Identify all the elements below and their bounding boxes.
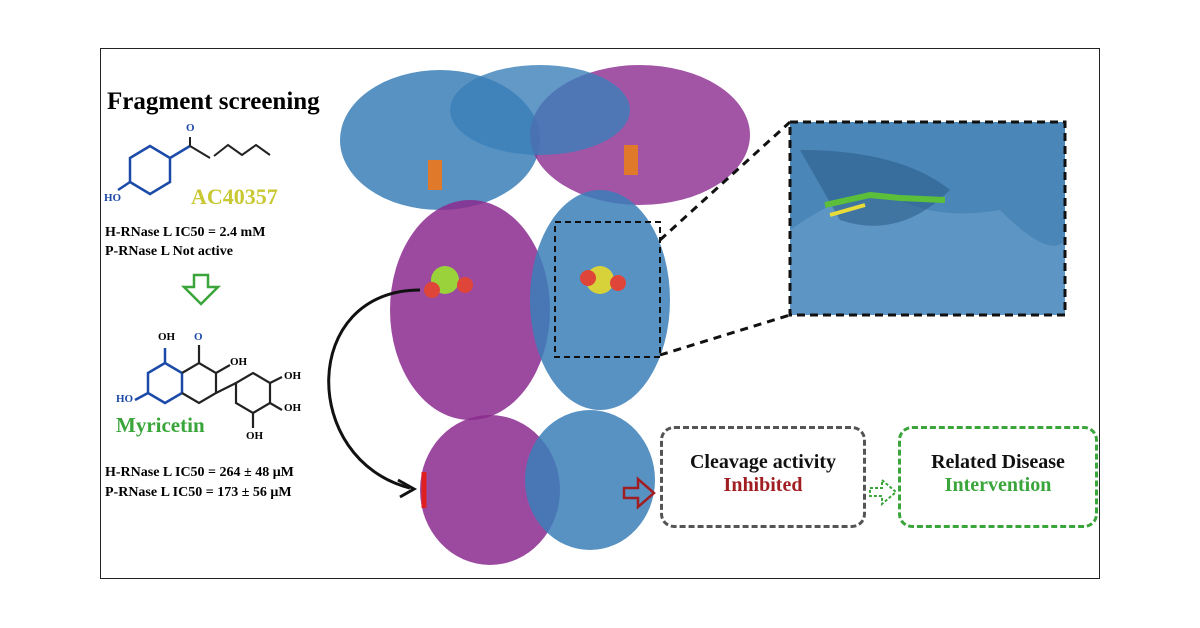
compound2-name: Myricetin [116, 413, 205, 437]
protein-structure [340, 65, 750, 565]
right-arrow-icon [622, 476, 656, 510]
down-arrow-icon [180, 273, 222, 306]
frame [100, 48, 1100, 579]
dashed-arrow-icon [869, 477, 898, 507]
myricetin-structure [134, 348, 184, 405]
compound1-name: AC40357 [191, 184, 278, 209]
binding-site-inset [788, 120, 1067, 317]
disease-box: Related Disease Intervention [898, 426, 1098, 528]
outcome-box: Cleavage activity Inhibited [660, 426, 866, 528]
binding-site-box [554, 221, 661, 358]
arrow-head-icon [397, 478, 418, 499]
ac40357-structure [117, 144, 191, 196]
title: Fragment screening [107, 88, 320, 115]
